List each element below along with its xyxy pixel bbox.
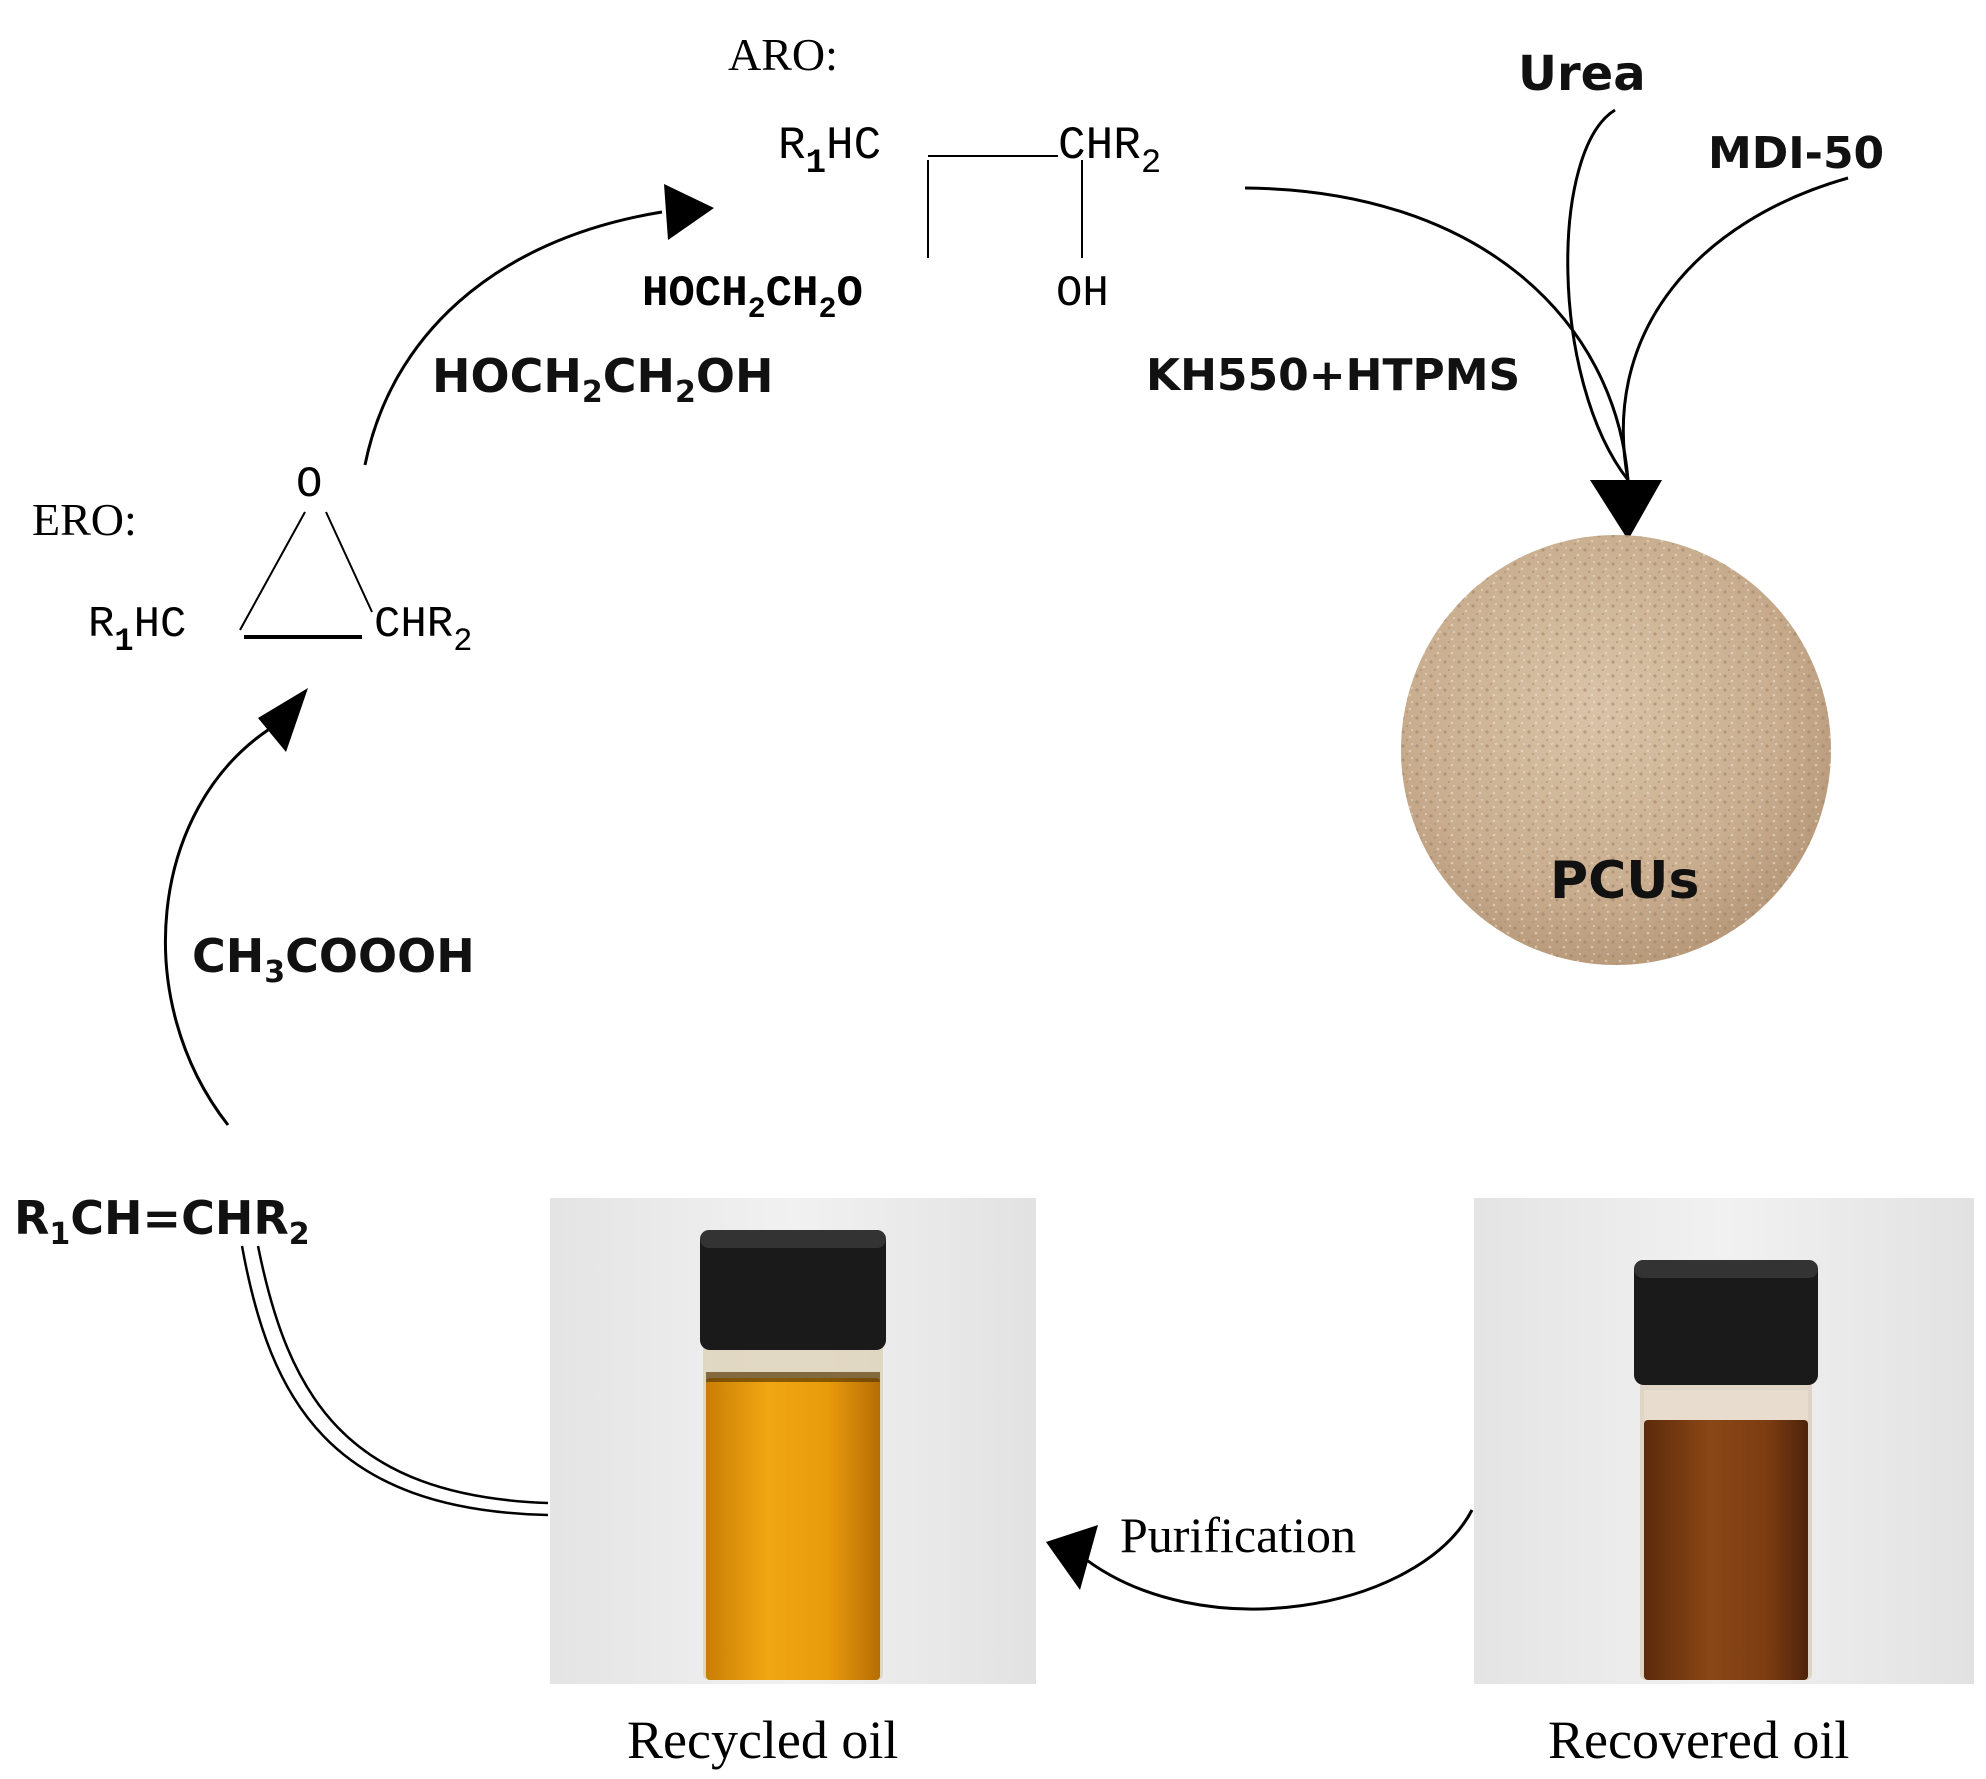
mdi-label: MDI-50 bbox=[1708, 128, 1884, 179]
vial-oil bbox=[706, 1378, 880, 1680]
peracetic-acid-label: CH3COOOH bbox=[192, 929, 475, 990]
recovered-oil-photo: Recovered oil bbox=[1474, 1198, 1974, 1770]
ero-label: ERO: bbox=[32, 494, 137, 545]
ero-oxygen: O bbox=[296, 460, 322, 510]
arrowhead bbox=[664, 184, 714, 240]
vial-cap-top bbox=[700, 1230, 886, 1248]
aro-right-group: CHR2 bbox=[1058, 120, 1161, 183]
pcus-texture bbox=[1401, 535, 1831, 965]
kh550-label: KH550+HTPMS bbox=[1146, 350, 1520, 401]
vial-cap bbox=[1634, 1260, 1818, 1385]
pcus-label: PCUs bbox=[1550, 851, 1699, 911]
epoxide-bond-right bbox=[325, 511, 373, 613]
aro-left-group: R1HC bbox=[778, 120, 881, 183]
ero-structure: ERO: O R1HC CHR2 bbox=[32, 460, 472, 660]
recovered-oil-label: Recovered oil bbox=[1548, 1710, 1849, 1770]
aro-label: ARO: bbox=[728, 29, 838, 80]
arrowhead bbox=[1590, 480, 1662, 540]
ero-right-group: CHR2 bbox=[374, 600, 472, 660]
arrow-alkene-to-ero bbox=[163, 688, 308, 1126]
arrow-ero-to-aro bbox=[363, 184, 714, 466]
purification-label: Purification bbox=[1120, 1507, 1356, 1563]
vial-oil bbox=[1644, 1420, 1808, 1680]
vial-cap bbox=[700, 1230, 886, 1350]
recycle-double-line bbox=[240, 1245, 549, 1517]
epoxide-bond-left bbox=[239, 511, 306, 631]
urea-label: Urea bbox=[1518, 46, 1646, 102]
recycled-oil-photo: Recycled oil bbox=[550, 1198, 1036, 1770]
pcus-sample: PCUs bbox=[1401, 535, 1831, 965]
arrow-aro-to-pcus bbox=[1244, 108, 1849, 540]
arrowhead bbox=[258, 688, 308, 752]
ethylene-glycol-label: HOCH2CH2OH bbox=[432, 349, 773, 410]
aro-structure: ARO: R1HC CHR2 HOCH2CH2O OH bbox=[642, 29, 1161, 327]
oil-meniscus bbox=[706, 1372, 880, 1382]
arrowhead bbox=[1046, 1525, 1098, 1590]
arrow-purification bbox=[1046, 1509, 1474, 1611]
vial-cap-top bbox=[1634, 1260, 1818, 1278]
vial-headspace bbox=[1644, 1390, 1808, 1420]
aro-hydroxyl: OH bbox=[1056, 269, 1109, 319]
ero-left-group: R1HC bbox=[88, 600, 186, 660]
recycled-oil-label: Recycled oil bbox=[627, 1710, 898, 1770]
aro-ether-group: HOCH2CH2O bbox=[642, 269, 863, 327]
alkene-label: R1CH=CHR2 bbox=[14, 1191, 310, 1252]
